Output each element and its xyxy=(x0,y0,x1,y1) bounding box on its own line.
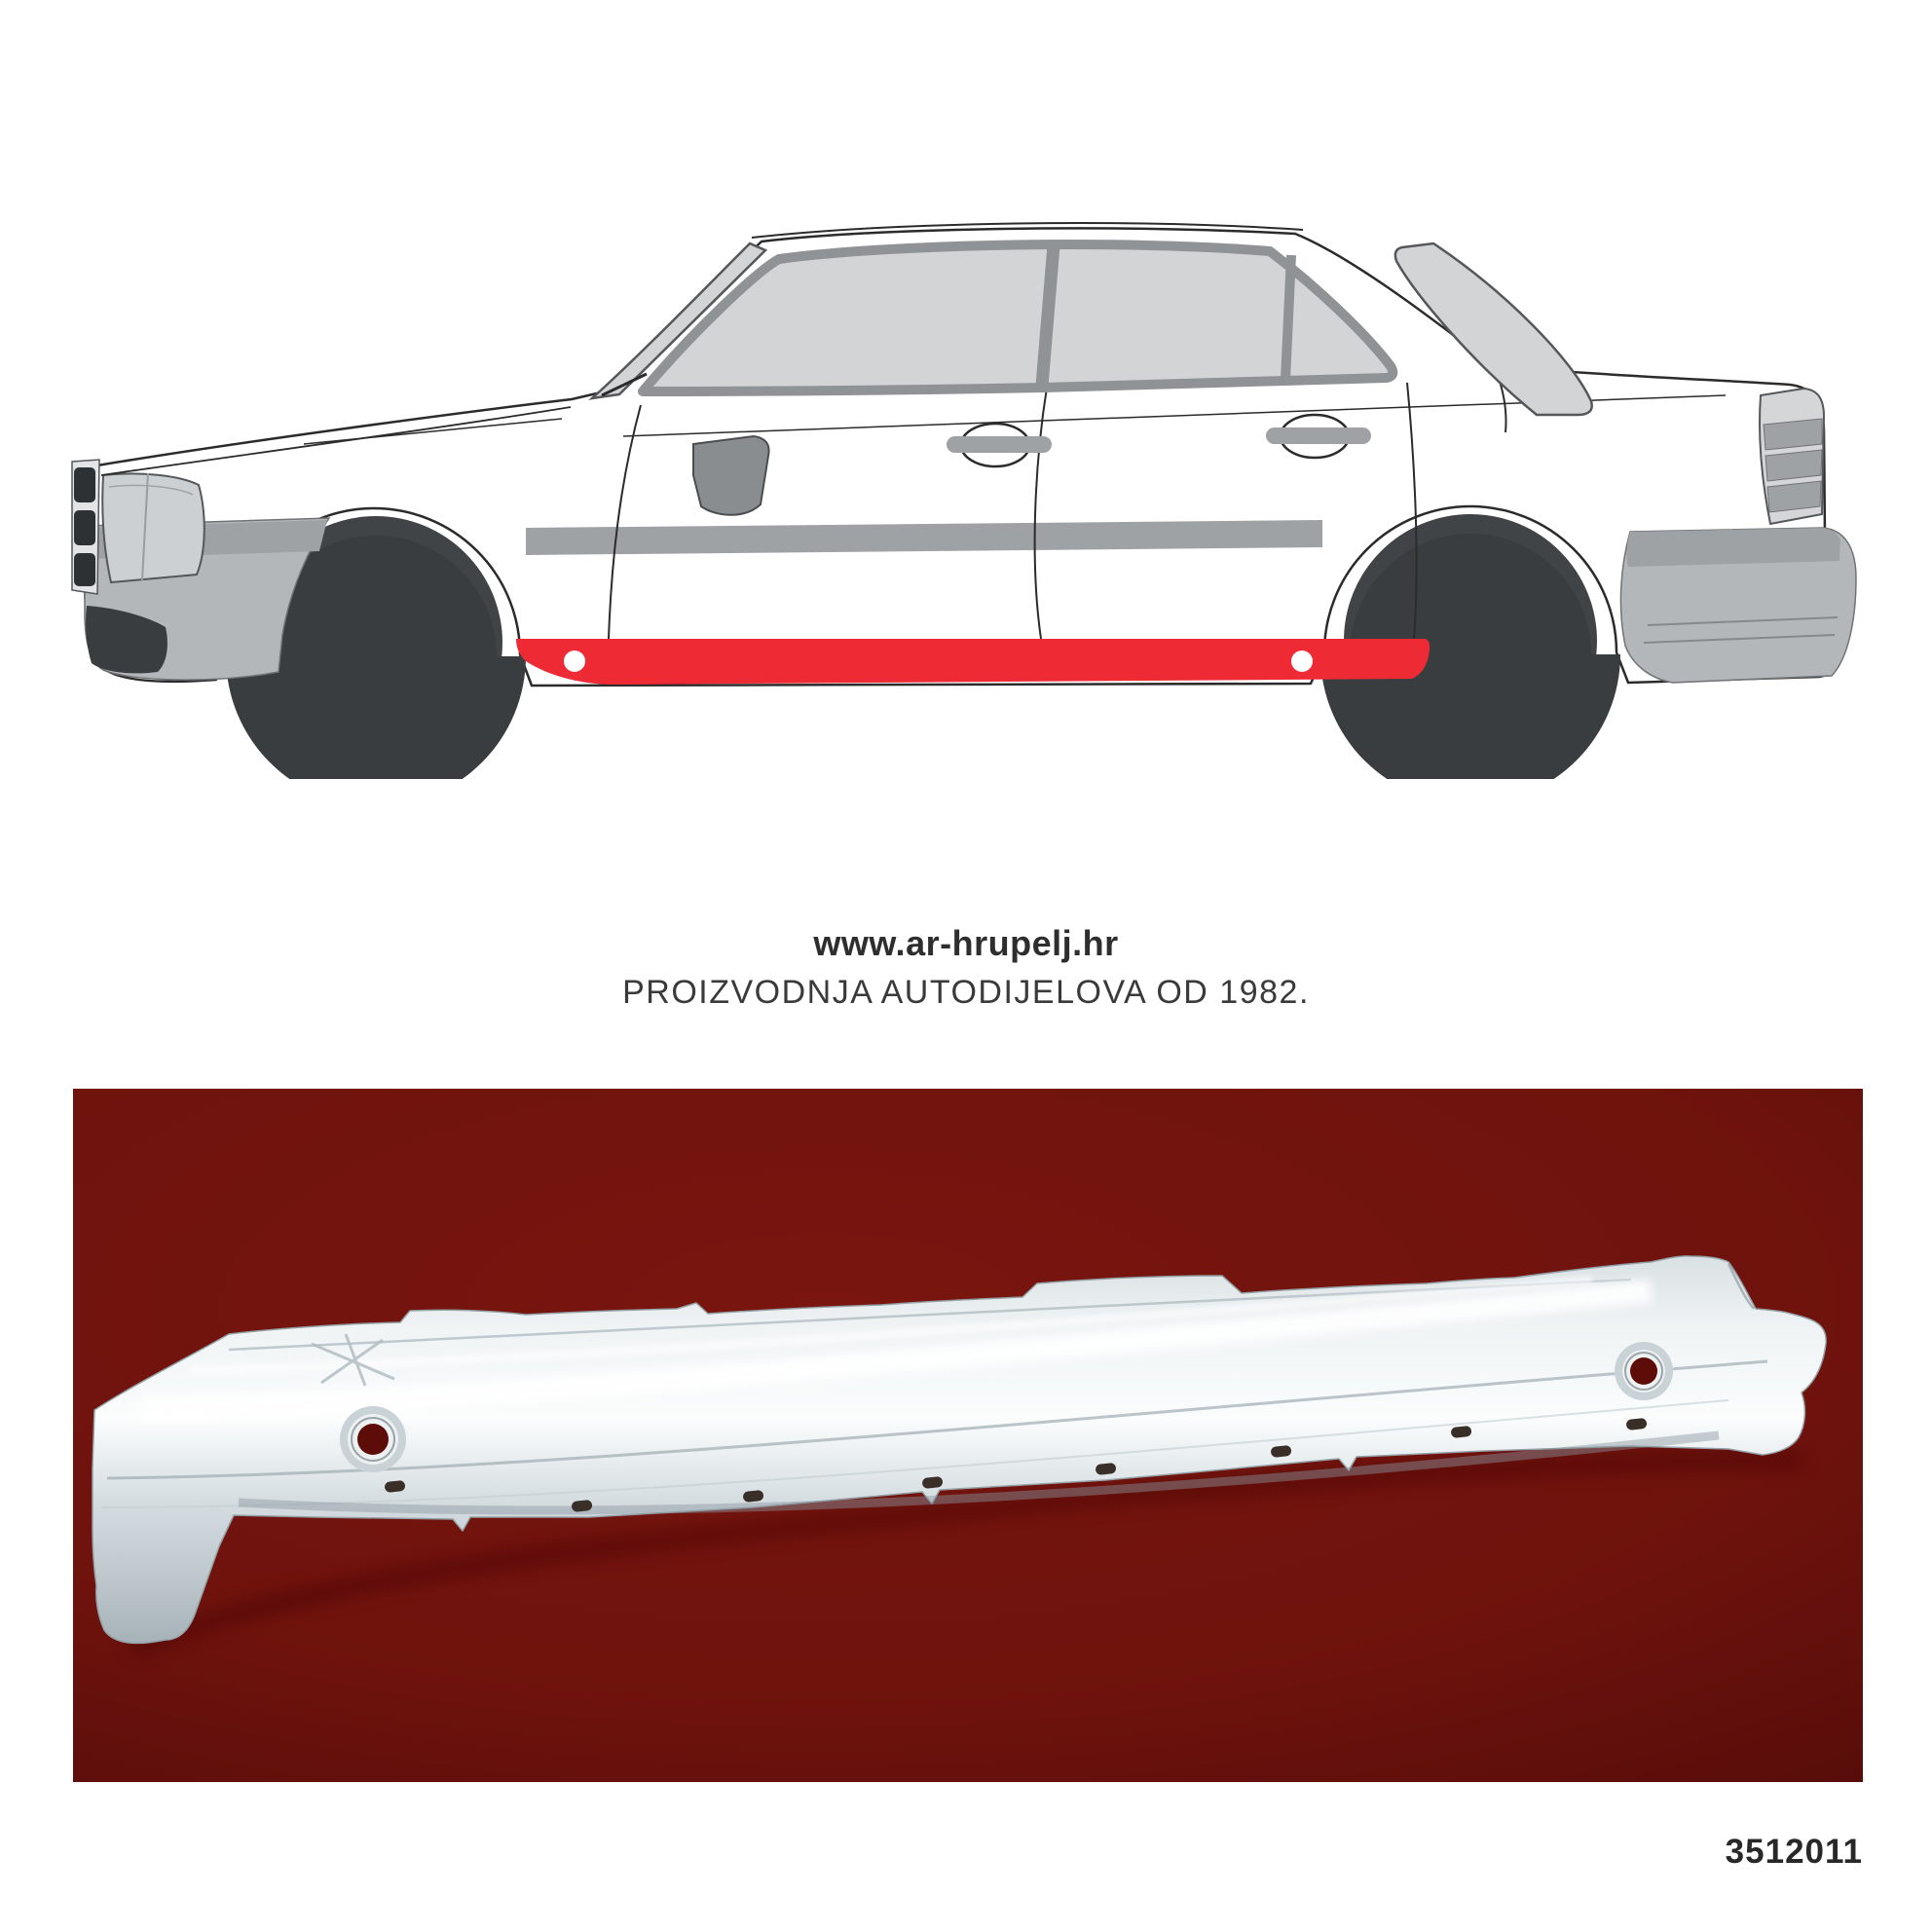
car-side-illustration xyxy=(71,222,1857,779)
jack-hole-front xyxy=(340,1406,406,1472)
jack-hole-rear xyxy=(1615,1342,1673,1400)
rear-bumper xyxy=(1619,527,1857,684)
mounting-slots xyxy=(385,1418,1648,1512)
sill-hole-front xyxy=(564,650,585,672)
product-photo xyxy=(73,1089,1863,1782)
glasshouse xyxy=(588,222,1593,417)
brand-block: www.ar-hrupelj.hr PROIZVODNJA AUTODIJELO… xyxy=(0,921,1932,1015)
sill-part-photo xyxy=(92,1255,1827,1645)
headlight xyxy=(101,472,205,584)
brand-tagline-text: PROIZVODNJA AUTODIJELOVA OD 1982. xyxy=(622,974,1310,1011)
front-wheel-arch xyxy=(226,536,526,779)
highlighted-sill-panel xyxy=(516,639,1430,685)
front-grille xyxy=(71,459,100,595)
side-mirror xyxy=(692,434,770,516)
taillight xyxy=(1759,387,1826,526)
rear-door-handle xyxy=(1266,413,1371,460)
part-shadow xyxy=(129,1452,1802,1656)
quarter-window-divider xyxy=(1281,254,1296,381)
wiper xyxy=(601,372,648,397)
scratch-marks xyxy=(311,1333,395,1387)
windshield xyxy=(588,242,768,400)
b-pillar-divider xyxy=(1035,244,1060,387)
front-door-handle xyxy=(947,422,1052,468)
door-windows xyxy=(638,240,1398,396)
rear-windshield xyxy=(1393,242,1593,417)
rear-wheel-arch xyxy=(1320,534,1620,779)
brand-website-text: www.ar-hrupelj.hr xyxy=(813,923,1119,963)
side-molding-strip xyxy=(526,520,1322,555)
roof-drip-rail xyxy=(751,222,1304,239)
sill-hole-rear xyxy=(1291,650,1313,672)
part-number-label: 3512011 xyxy=(1725,1833,1863,1871)
